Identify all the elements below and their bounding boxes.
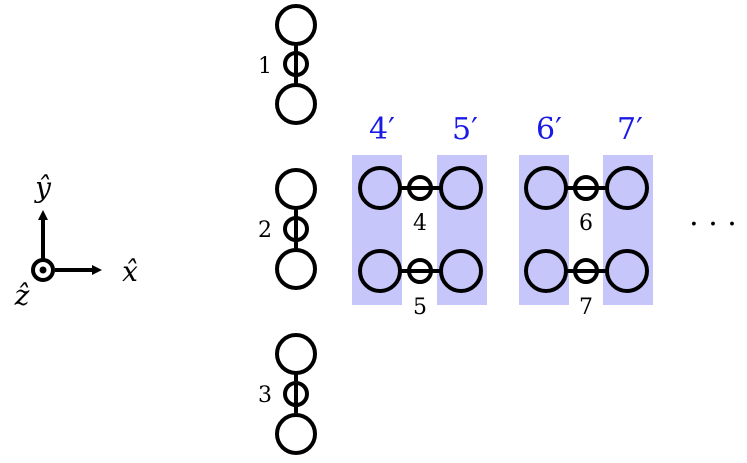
large-ring	[275, 248, 317, 290]
junction-ring	[573, 175, 599, 201]
z-axis-label: ẑ	[14, 279, 30, 312]
horizontal-unit-4: 4	[358, 166, 483, 236]
large-ring	[605, 249, 649, 293]
horizontal-unit-5: 5	[358, 249, 483, 320]
junction-ring	[283, 51, 309, 77]
large-ring	[275, 83, 317, 125]
unit-label-1: 1	[258, 54, 272, 79]
z-axis-dot-icon	[39, 266, 47, 274]
large-ring	[275, 413, 317, 455]
column-label-5prime: 5′	[452, 112, 478, 147]
junction-ring	[283, 216, 309, 242]
column-label-6prime: 6′	[536, 112, 562, 147]
vertical-unit-1: 1	[258, 4, 317, 125]
junction-ring	[407, 258, 433, 284]
large-ring	[275, 4, 317, 46]
large-ring	[275, 333, 317, 375]
unit-label-7: 7	[579, 295, 593, 320]
junction-ring	[283, 381, 309, 407]
continuation-ellipsis: · · ·	[689, 207, 737, 242]
y-axis-label: ŷ	[33, 171, 52, 204]
junction-ring	[407, 175, 433, 201]
column-label-4prime: 4′	[369, 112, 395, 147]
large-ring	[439, 249, 483, 293]
large-ring	[275, 168, 317, 210]
horizontal-unit-6: 6	[524, 166, 649, 236]
large-ring	[524, 166, 568, 210]
large-ring	[358, 249, 402, 293]
unit-label-2: 2	[258, 218, 272, 243]
coordinate-axes: ŷ x̂ ẑ	[14, 171, 138, 312]
column-label-7prime: 7′	[617, 112, 643, 147]
unit-label-3: 3	[258, 383, 272, 408]
large-ring	[605, 166, 649, 210]
unit-label-4: 4	[413, 211, 427, 236]
large-ring	[439, 166, 483, 210]
vertical-unit-2: 2	[258, 168, 317, 290]
large-ring	[524, 249, 568, 293]
unit-label-6: 6	[579, 211, 593, 236]
horizontal-unit-7: 7	[524, 249, 649, 320]
x-axis-label: x̂	[122, 255, 138, 288]
large-ring	[358, 166, 402, 210]
vertical-unit-3: 3	[258, 333, 317, 455]
unit-label-5: 5	[413, 295, 427, 320]
junction-ring	[573, 258, 599, 284]
